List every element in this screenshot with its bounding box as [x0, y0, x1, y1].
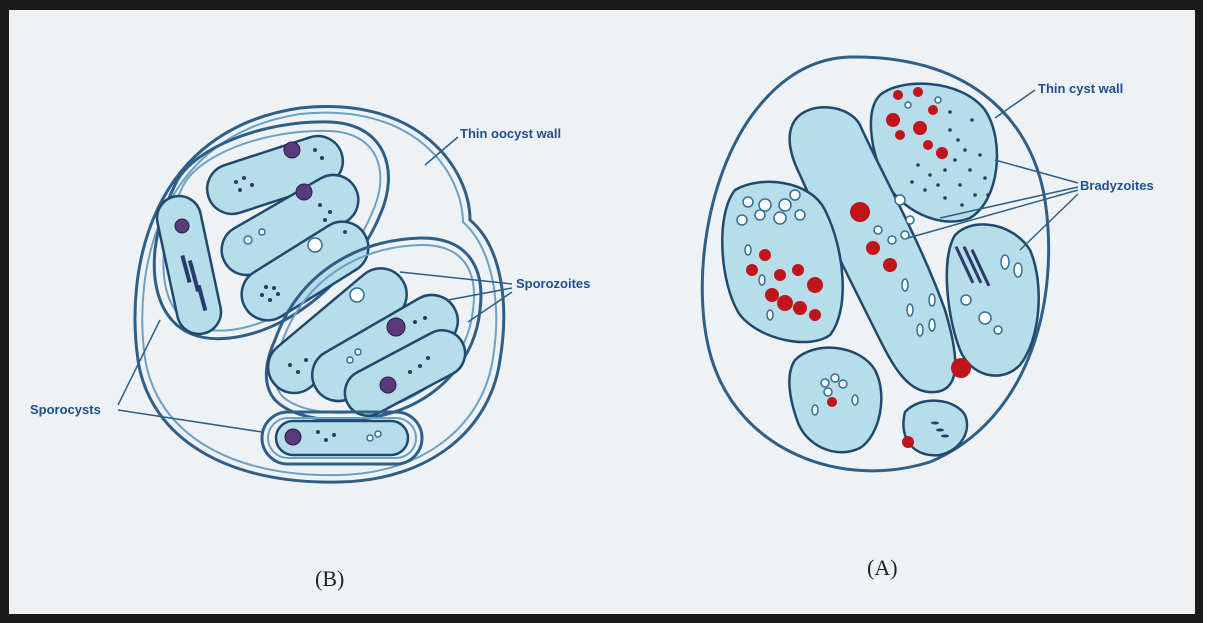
sporocyst-bottom	[262, 412, 422, 464]
red-granule	[951, 358, 971, 378]
label-sporocysts: Sporocysts	[30, 402, 101, 417]
bradyzoite-right	[947, 224, 1039, 375]
tissue-cyst-panel-a: Thin cyst wall Bradyzoites (A)	[702, 57, 1153, 580]
label-thin-cyst-wall: Thin cyst wall	[1038, 81, 1123, 96]
label-sporozoites: Sporozoites	[516, 276, 590, 291]
caption-a: (A)	[867, 555, 898, 580]
label-thin-oocyst-wall: Thin oocyst wall	[460, 126, 561, 141]
bradyzoite-bottom-left	[789, 348, 881, 453]
oocyst-panel-b: Thin oocyst wall Sporozoites Sporocysts …	[30, 107, 590, 591]
label-bradyzoites: Bradyzoites	[1080, 178, 1154, 193]
caption-b: (B)	[315, 566, 344, 591]
bradyzoite-small	[902, 401, 967, 456]
